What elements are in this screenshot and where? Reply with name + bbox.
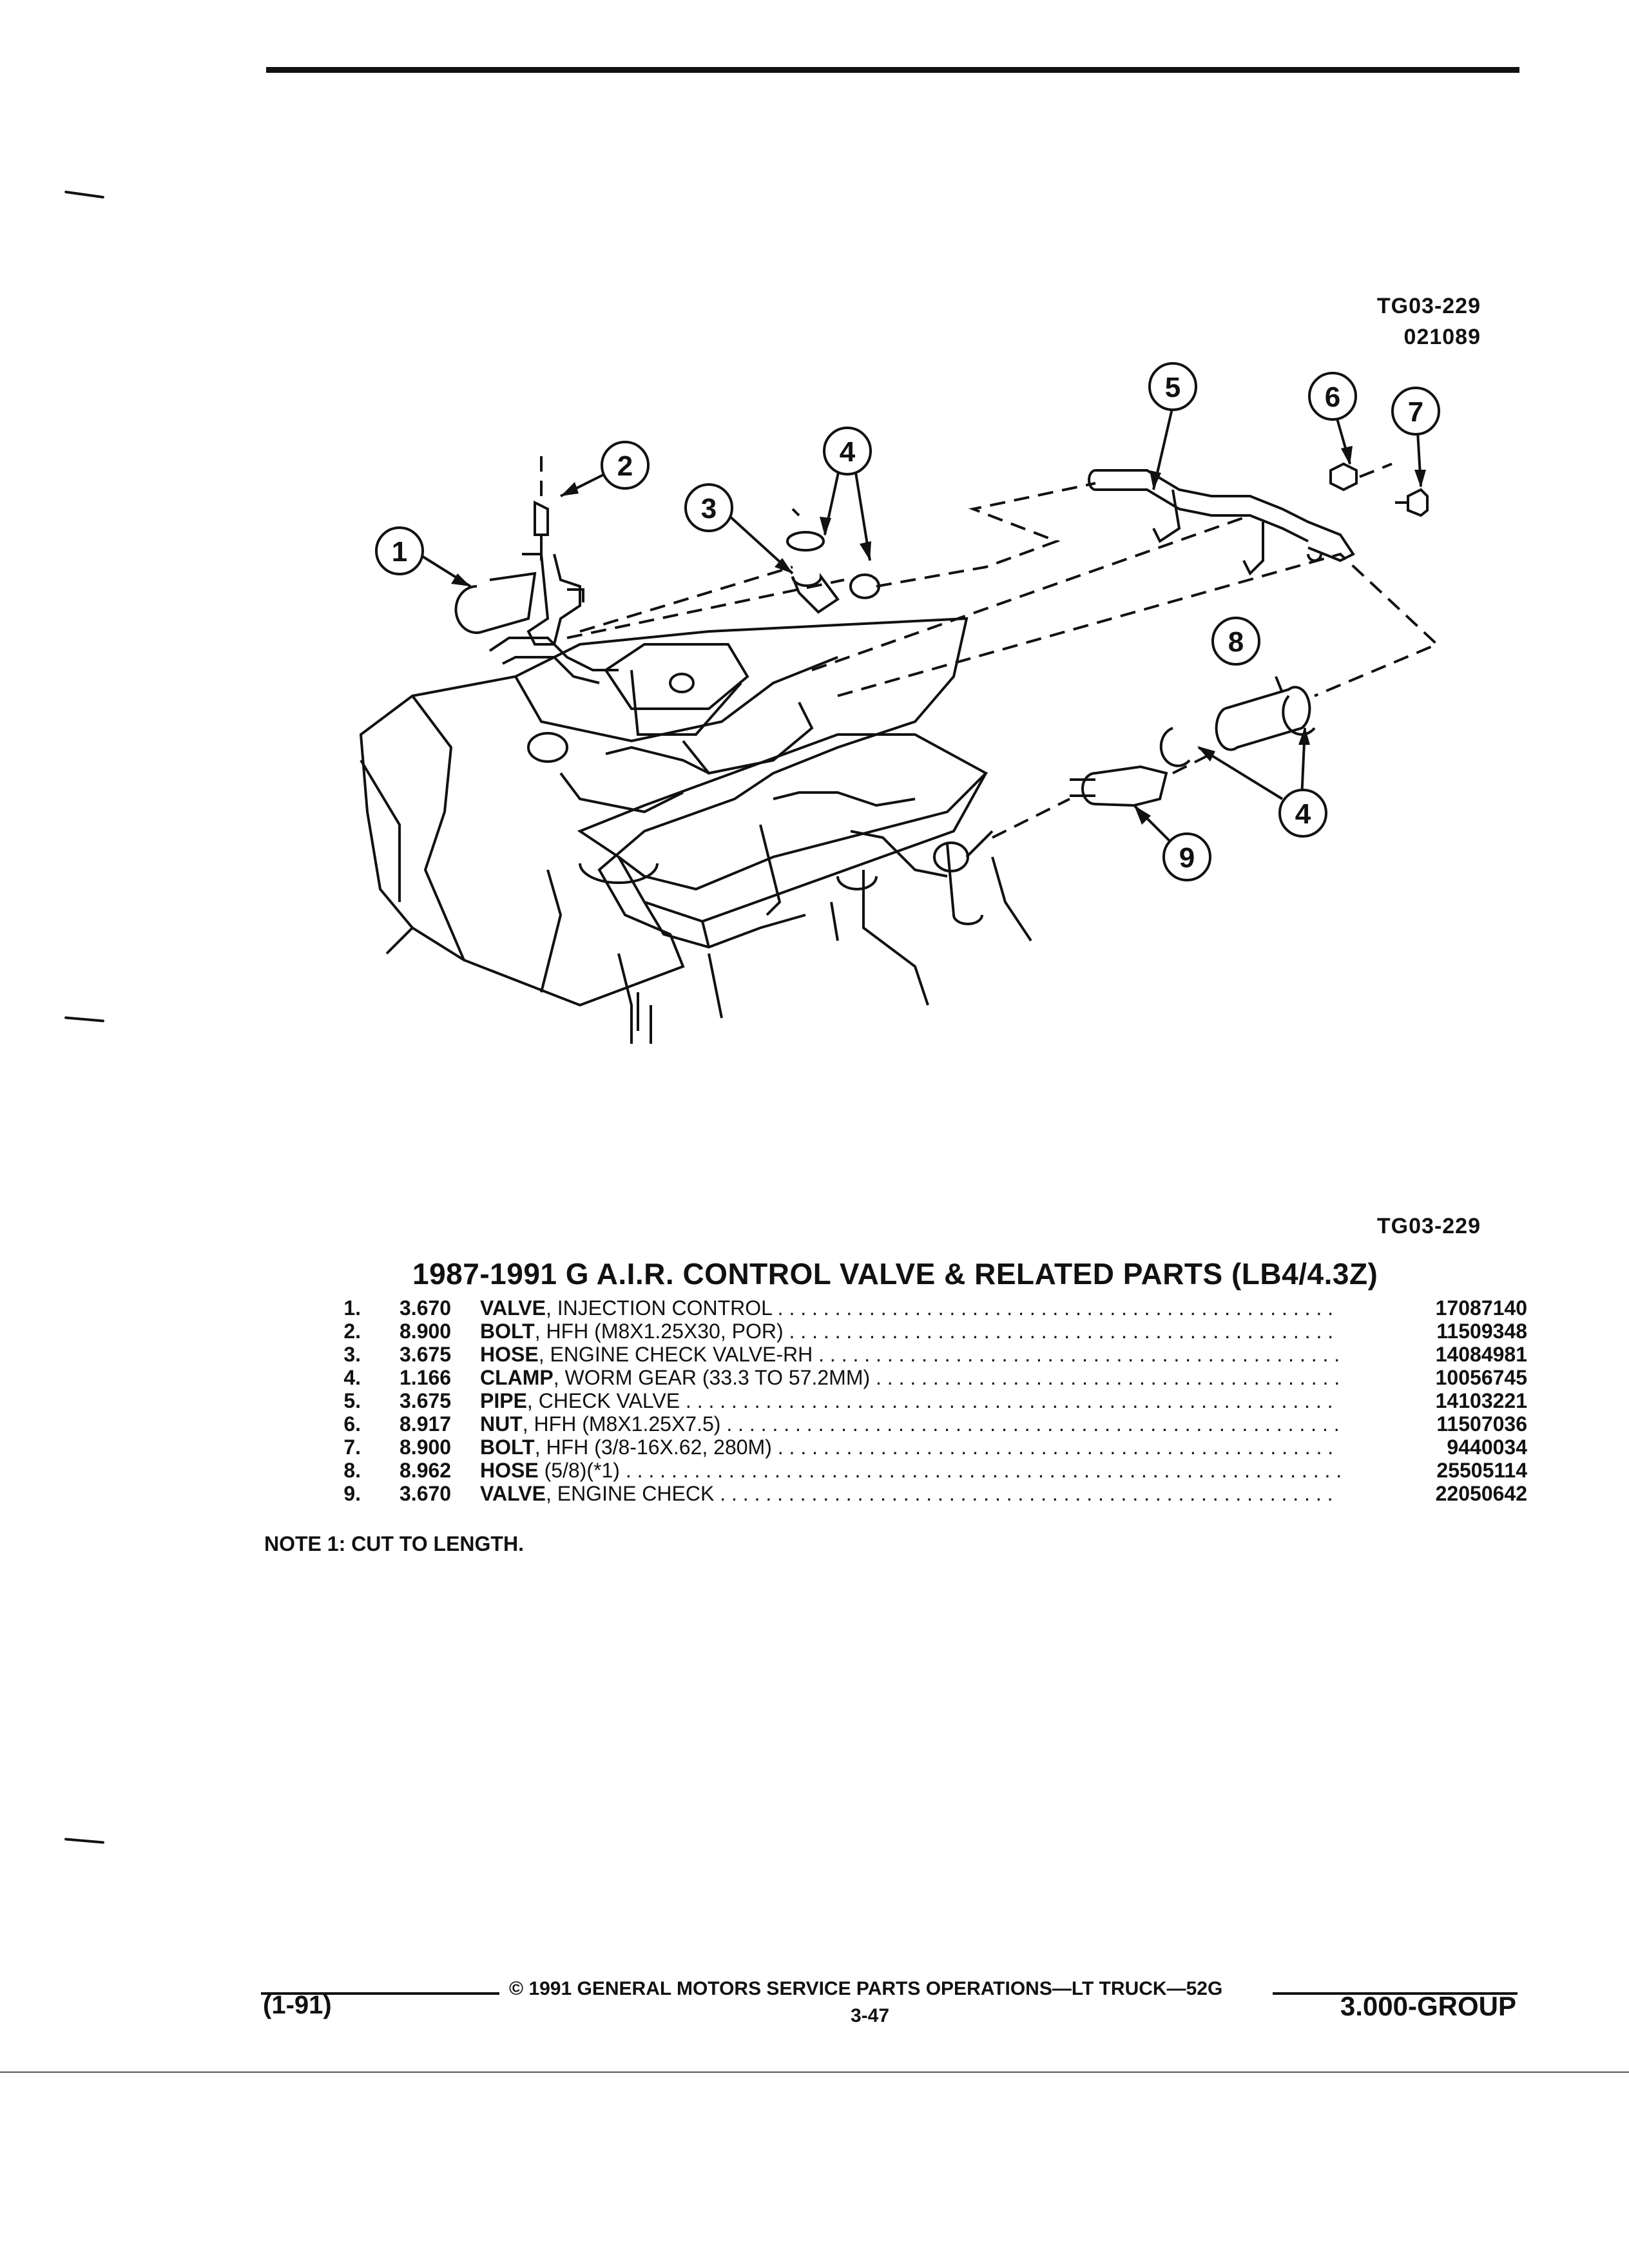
part-number: 11507036 xyxy=(1436,1412,1527,1436)
item-code: 3.670 xyxy=(400,1482,452,1505)
top-rule xyxy=(266,67,1519,73)
item-number: 4. xyxy=(343,1366,361,1389)
note-text: NOTE 1: CUT TO LENGTH. xyxy=(264,1532,524,1555)
footer-rule-left xyxy=(261,1992,499,1995)
item-detail: (5/8)(*1) xyxy=(538,1459,620,1482)
callout-9: 9 xyxy=(1179,842,1195,874)
part-number: 25505114 xyxy=(1436,1459,1527,1482)
callout-2: 2 xyxy=(617,450,633,482)
parts-row: 7. 8.900 BOLT, HFH (3/8-16X.62, 280M) 94… xyxy=(322,1436,1527,1459)
item-detail: , WORM GEAR (33.3 TO 57.2MM) xyxy=(553,1366,871,1389)
part-number: 14103221 xyxy=(1435,1389,1527,1412)
callout-4: 4 xyxy=(840,436,856,468)
item-code: 8.962 xyxy=(400,1459,452,1482)
part-number: 22050642 xyxy=(1435,1482,1527,1505)
part-number: 9440034 xyxy=(1447,1436,1527,1459)
item-number: 3. xyxy=(343,1343,361,1366)
footer-copyright: © 1991 GENERAL MOTORS SERVICE PARTS OPER… xyxy=(509,1978,1223,1999)
item-name: VALVE xyxy=(480,1482,546,1505)
item-description: BOLT, HFH (M8X1.25X30, POR) xyxy=(480,1320,1340,1343)
parts-row: 2. 8.900 BOLT, HFH (M8X1.25X30, POR) 115… xyxy=(322,1320,1527,1343)
parts-row: 9. 3.670 VALVE, ENGINE CHECK 22050642 xyxy=(322,1482,1527,1505)
item-code: 8.917 xyxy=(400,1412,452,1436)
footer-date: (1-91) xyxy=(263,1991,332,2019)
parts-list: 1. 3.670 VALVE, INJECTION CONTROL 170871… xyxy=(322,1296,1527,1505)
part-number: 11509348 xyxy=(1436,1320,1527,1343)
item-detail: , INJECTION CONTROL xyxy=(545,1296,772,1320)
item-detail: , CHECK VALVE xyxy=(526,1389,680,1412)
item-detail: , ENGINE CHECK VALVE-RH xyxy=(538,1343,813,1366)
part-number: 17087140 xyxy=(1435,1296,1527,1320)
footer-rule-right xyxy=(1273,1992,1518,1995)
item-detail: , HFH (3/8-16X.62, 280M) xyxy=(534,1436,772,1459)
item-description: CLAMP, WORM GEAR (33.3 TO 57.2MM) xyxy=(480,1366,1340,1389)
callout-5: 5 xyxy=(1165,372,1181,403)
item-number: 1. xyxy=(343,1296,361,1320)
item-name: HOSE xyxy=(480,1459,539,1482)
callout-6: 6 xyxy=(1325,381,1340,413)
callout-7: 7 xyxy=(1408,396,1423,428)
item-name: CLAMP xyxy=(480,1366,554,1389)
item-name: HOSE xyxy=(480,1343,539,1366)
item-description: PIPE, CHECK VALVE xyxy=(480,1389,1340,1412)
item-number: 7. xyxy=(343,1436,361,1459)
figure-date-top: 021089 xyxy=(1403,325,1481,349)
page-number: 3-47 xyxy=(851,2005,890,2026)
item-name: BOLT xyxy=(480,1320,535,1343)
item-code: 8.900 xyxy=(400,1320,452,1343)
item-name: BOLT xyxy=(480,1436,535,1459)
item-name: NUT xyxy=(480,1412,523,1436)
item-number: 2. xyxy=(343,1320,361,1343)
item-number: 9. xyxy=(343,1482,361,1505)
callout-8: 8 xyxy=(1228,626,1244,658)
item-code: 3.675 xyxy=(400,1389,452,1412)
part-number: 10056745 xyxy=(1435,1366,1527,1389)
parts-row: 6. 8.917 NUT, HFH (M8X1.25X7.5) 11507036 xyxy=(322,1412,1527,1436)
item-description: BOLT, HFH (3/8-16X.62, 280M) xyxy=(480,1436,1340,1459)
parts-row: 3. 3.675 HOSE, ENGINE CHECK VALVE-RH 140… xyxy=(322,1343,1527,1366)
item-name: VALVE xyxy=(480,1296,546,1320)
item-detail: , ENGINE CHECK xyxy=(545,1482,715,1505)
item-number: 5. xyxy=(343,1389,361,1412)
item-number: 8. xyxy=(343,1459,361,1482)
item-code: 3.670 xyxy=(400,1296,452,1320)
item-detail: , HFH (M8X1.25X30, POR) xyxy=(534,1320,784,1343)
item-number: 6. xyxy=(343,1412,361,1436)
figure-code-top: TG03-229 xyxy=(1376,294,1481,318)
footer-group: 3.000-GROUP xyxy=(1340,1991,1516,2021)
parts-row: 4. 1.166 CLAMP, WORM GEAR (33.3 TO 57.2M… xyxy=(322,1366,1527,1389)
item-description: NUT, HFH (M8X1.25X7.5) xyxy=(480,1412,1340,1436)
callout-1: 1 xyxy=(392,536,407,568)
item-description: VALVE, INJECTION CONTROL xyxy=(480,1296,1340,1320)
callout-4-lower: 4 xyxy=(1295,798,1311,830)
item-description: HOSE (5/8)(*1) xyxy=(480,1459,1340,1482)
item-code: 3.675 xyxy=(400,1343,452,1366)
item-code: 8.900 xyxy=(400,1436,452,1459)
item-description: HOSE, ENGINE CHECK VALVE-RH xyxy=(480,1343,1340,1366)
item-code: 1.166 xyxy=(400,1366,452,1389)
section-title: 1987-1991 G A.I.R. CONTROL VALVE & RELAT… xyxy=(412,1257,1378,1291)
item-detail: , HFH (M8X1.25X7.5) xyxy=(522,1412,721,1436)
parts-row: 8. 8.962 HOSE (5/8)(*1) 25505114 xyxy=(322,1459,1527,1482)
figure-code-bottom: TG03-229 xyxy=(1376,1214,1481,1238)
page-bottom-rule xyxy=(0,2071,1629,2073)
part-number: 14084981 xyxy=(1435,1343,1527,1366)
item-description: VALVE, ENGINE CHECK xyxy=(480,1482,1340,1505)
parts-row: 5. 3.675 PIPE, CHECK VALVE 14103221 xyxy=(322,1389,1527,1412)
parts-row: 1. 3.670 VALVE, INJECTION CONTROL 170871… xyxy=(322,1296,1527,1320)
item-name: PIPE xyxy=(480,1389,527,1412)
callout-3: 3 xyxy=(701,493,717,524)
